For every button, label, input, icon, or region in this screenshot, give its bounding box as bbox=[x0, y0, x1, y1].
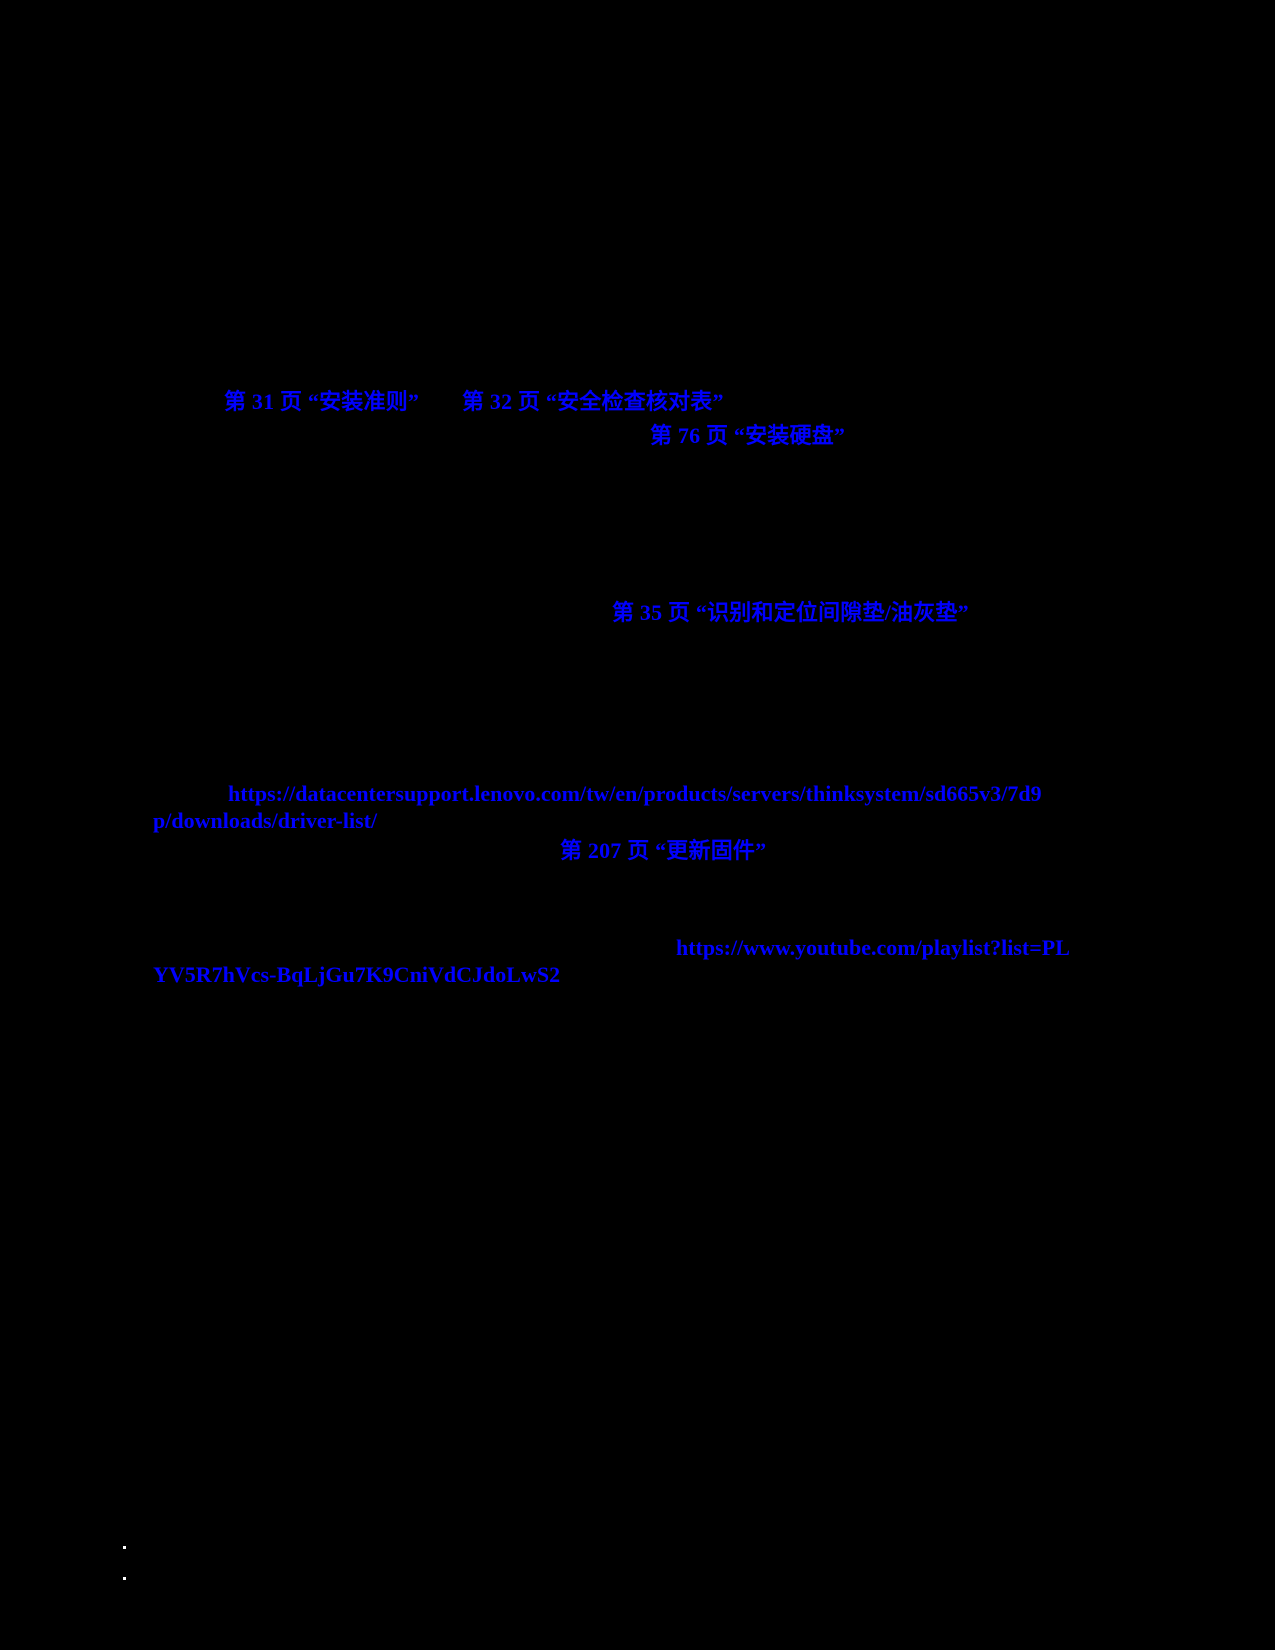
link-install-drive[interactable]: 第 76 页 “安装硬盘” bbox=[650, 423, 846, 448]
link-identify-gap-putty-pad[interactable]: 第 35 页 “识别和定位间隙垫/油灰垫” bbox=[612, 600, 969, 625]
link-driver-list-url-line2[interactable]: p/downloads/driver-list/ bbox=[153, 808, 378, 833]
link-safety-inspection-checklist[interactable]: 第 32 页 “安全检查核对表” bbox=[462, 389, 724, 414]
stray-dot bbox=[123, 1577, 126, 1580]
link-update-firmware[interactable]: 第 207 页 “更新固件” bbox=[560, 838, 767, 863]
link-youtube-playlist-url-line1[interactable]: https://www.youtube.com/playlist?list=PL bbox=[676, 935, 1070, 960]
stray-dot bbox=[123, 1546, 126, 1549]
link-driver-list-url-line1[interactable]: https://datacentersupport.lenovo.com/tw/… bbox=[228, 781, 1042, 806]
link-youtube-playlist-url-line2[interactable]: YV5R7hVcs-BqLjGu7K9CniVdCJdoLwS2 bbox=[153, 962, 561, 987]
link-installation-guidelines[interactable]: 第 31 页 “安装准则” bbox=[224, 389, 420, 414]
